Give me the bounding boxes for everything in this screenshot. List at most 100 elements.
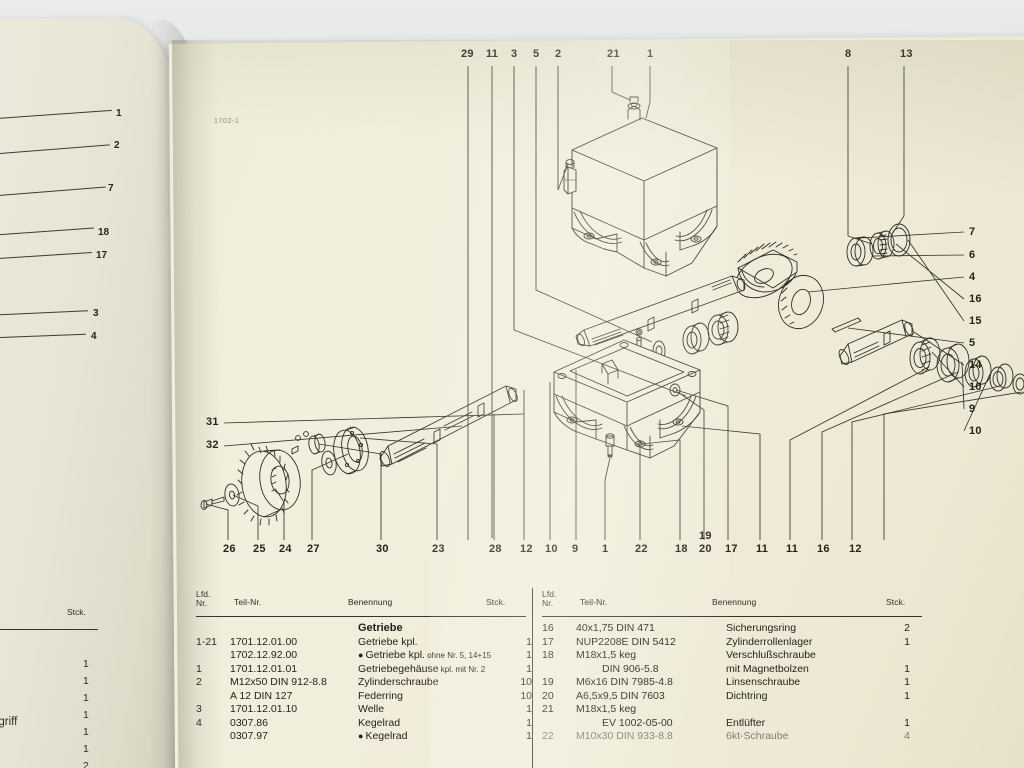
cell-stck: 2	[904, 622, 910, 634]
table-header-rule	[196, 616, 526, 617]
cell-benennung: Dichtring	[726, 689, 768, 702]
exploded-gearbox-diagram: 29 11 3 5 2 21 1 8 13 7 6 4 16 15 5 14 1…	[172, 40, 1024, 560]
cell-lfd-nr: 1-21	[196, 635, 218, 648]
cell-teil-nr: A6,5x9,5 DIN 7603	[576, 689, 665, 702]
cell-teil-nr: 40x1,75 DIN 471	[576, 622, 655, 634]
cell-lfd-nr	[196, 622, 230, 636]
callout-14: 14	[969, 359, 982, 371]
cell-benennung: Sicherungsring	[726, 622, 797, 634]
header-stck: Stck.	[886, 597, 906, 607]
callout-1: 1	[647, 48, 654, 60]
callout-1: 1	[602, 543, 609, 555]
cell-benennung: ●Getriebe kpl. ohne Nr. 5, 14+15	[358, 649, 492, 661]
cell-stck: 1	[526, 635, 532, 648]
cell-stck: 1	[526, 703, 532, 715]
cell-stck: 1	[904, 676, 910, 688]
left-qty: 1	[83, 675, 89, 687]
header-nr: Nr.	[542, 597, 554, 608]
cell-lfd-nr: 1	[196, 662, 202, 675]
benennung-note: ohne Nr. 5, 14+15	[424, 651, 492, 660]
filled-circle-icon: ●	[358, 731, 364, 741]
callout-29: 29	[461, 48, 474, 60]
cell-benennung: Zylinderrollenlager	[726, 635, 813, 648]
cell-lfd-nr: 3	[196, 703, 202, 715]
cell-benennung: 6kt-Schraube	[726, 730, 789, 742]
cell-teil-nr: DIN 906-5.8	[602, 662, 659, 675]
cell-lfd-nr: 2	[196, 676, 202, 688]
cell-benennung: Zylinderschraube	[358, 676, 439, 688]
filled-circle-icon: ●	[358, 650, 364, 660]
cell-lfd-nr: 22	[542, 730, 554, 742]
parts-table-left-column: Lfd. Nr. Teil-Nr. Benennung Stck. Getrie…	[196, 586, 532, 768]
callout-25: 25	[253, 543, 266, 555]
left-callout-4: 4	[91, 331, 97, 342]
header-stck: Stck.	[486, 597, 506, 607]
cell-stck: 1	[526, 716, 532, 729]
left-callout-7: 7	[108, 183, 114, 194]
callout-9: 9	[969, 403, 976, 415]
cell-stck	[498, 622, 532, 636]
header-benennung: Benennung	[348, 597, 393, 607]
table-header-rule	[542, 616, 922, 617]
callout-12: 12	[520, 543, 533, 555]
left-stck-header: Stck.	[67, 607, 86, 617]
callout-28: 28	[489, 543, 502, 555]
header-nr: Nr.	[196, 597, 208, 608]
cell-lfd-nr	[196, 649, 230, 663]
table-row: 0307.97 ●Kegelrad 1	[196, 730, 532, 744]
cell-lfd-nr: 17	[542, 635, 554, 648]
header-teil-nr: Teil-Nr.	[580, 597, 608, 607]
cell-benennung	[726, 703, 876, 717]
left-callout-18: 18	[98, 227, 110, 238]
upper-shaft	[575, 275, 746, 347]
callout-11: 11	[486, 48, 499, 60]
left-qty: 1	[83, 658, 89, 670]
spacer-collar	[291, 431, 326, 455]
sprocket	[200, 443, 301, 526]
callout-23: 23	[432, 543, 445, 555]
main-shaft	[379, 385, 518, 467]
cell-benennung: Kegelrad	[358, 716, 401, 729]
lower-housing	[553, 339, 701, 459]
cell-lfd-nr	[542, 717, 576, 731]
callout-3: 3	[511, 48, 518, 60]
parts-table: Lfd. Nr. Teil-Nr. Benennung Stck. Getrie…	[196, 586, 928, 768]
callout-30: 30	[376, 543, 389, 555]
header-teil-nr: Teil-Nr.	[234, 597, 262, 607]
cell-stck: 1	[904, 689, 910, 702]
callout-21: 21	[607, 48, 620, 60]
cell-teil-nr: EV 1002-05-00	[602, 716, 673, 729]
cell-benennung: Getriebegehäuse kpl. mit Nr. 2	[358, 662, 486, 675]
cell-lfd-nr: 18	[542, 649, 554, 661]
table-row: 20 A6,5x9,5 DIN 7603 Dichtring 1	[542, 690, 910, 704]
left-qty: 1	[83, 692, 89, 704]
callout-7: 7	[969, 226, 976, 238]
cell-benennung: mit Magnetbolzen	[726, 662, 809, 675]
left-qty: 2	[83, 760, 89, 768]
callout-4: 4	[969, 271, 976, 283]
cell-benennung: Federring	[358, 689, 403, 702]
cell-stck: 1	[526, 730, 532, 742]
cell-teil-nr: 1702.12.92.00	[230, 649, 298, 661]
left-page-table: Stck. dgriff 1 1 1 1 1 1 2	[0, 600, 170, 768]
cell-stck	[876, 703, 910, 717]
cell-lfd-nr: 20	[542, 689, 554, 702]
callout-6: 6	[969, 249, 976, 261]
cell-teil-nr: 0307.97	[230, 730, 268, 742]
cell-stck	[876, 649, 910, 663]
callout-8: 8	[845, 48, 852, 60]
cell-stck: 1	[526, 649, 532, 661]
cell-teil-nr: M18x1,5 keg	[576, 649, 637, 661]
cell-lfd-nr: 21	[542, 703, 554, 715]
left-header-rule	[0, 629, 98, 630]
callout-16: 16	[817, 543, 830, 555]
cell-benennung: ●Kegelrad	[358, 730, 408, 742]
callout-32: 32	[206, 439, 219, 451]
cell-teil-nr: 1701.12.01.10	[230, 703, 298, 715]
